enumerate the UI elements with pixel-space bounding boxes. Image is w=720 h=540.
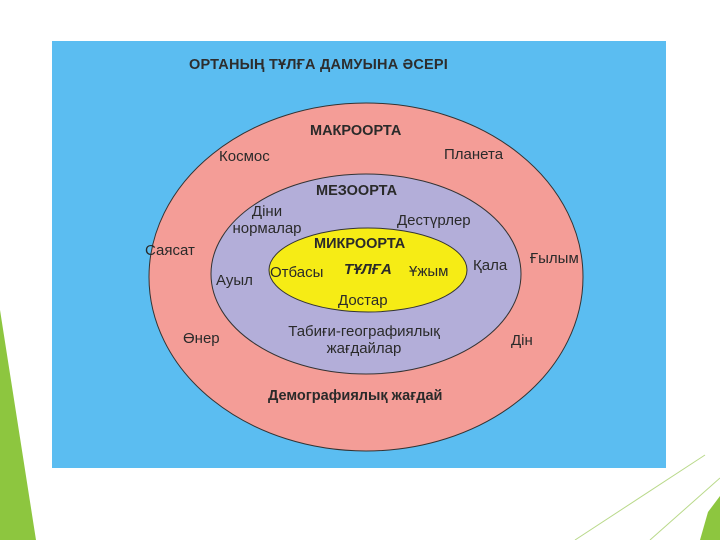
macro-item-science: Ғылым: [530, 250, 579, 267]
micro-item-collective: Ұжым: [409, 263, 449, 280]
macro-item-planet: Планета: [444, 146, 504, 163]
meso-item-natural-geographic: Табиғи-географиялық жағдайлар: [288, 323, 440, 357]
meso-item-village: Ауыл: [216, 272, 253, 289]
meso-item-traditions: Дестүрлер: [397, 212, 471, 229]
micro-ellipse: [268, 227, 468, 313]
meso-item-city: Қала: [473, 257, 508, 274]
macro-item-religion: Дін: [511, 332, 533, 349]
green-accent-left: [0, 310, 36, 540]
macro-item-demography: Демографиялық жағдай: [268, 388, 443, 404]
meso-heading: МЕЗООРТА: [316, 183, 398, 199]
macro-item-politics: Саясат: [145, 242, 195, 259]
ellipse-layers: [148, 102, 584, 452]
micro-item-friends: Достар: [338, 292, 388, 309]
accent-line-2: [649, 477, 720, 540]
diagram-title: ОРТАНЫҢ ТҰЛҒА ДАМУЫНА ӘСЕРІ: [189, 57, 448, 73]
green-accent-right: [700, 496, 720, 540]
macro-item-art: Өнер: [183, 330, 220, 347]
micro-heading: МИКРООРТА: [314, 236, 406, 252]
macro-item-cosmos: Космос: [219, 148, 270, 165]
micro-item-family: Отбасы: [270, 264, 324, 281]
micro-center-person: ТҰЛҒА: [344, 261, 392, 278]
meso-item-religious-norms: Діни нормалар: [232, 203, 302, 237]
macro-heading: МАКРООРТА: [310, 123, 402, 139]
environment-diagram: ОРТАНЫҢ ТҰЛҒА ДАМУЫНА ӘСЕРІ МАКРООРТА Ко…: [52, 41, 666, 468]
accent-line-1: [574, 454, 706, 540]
